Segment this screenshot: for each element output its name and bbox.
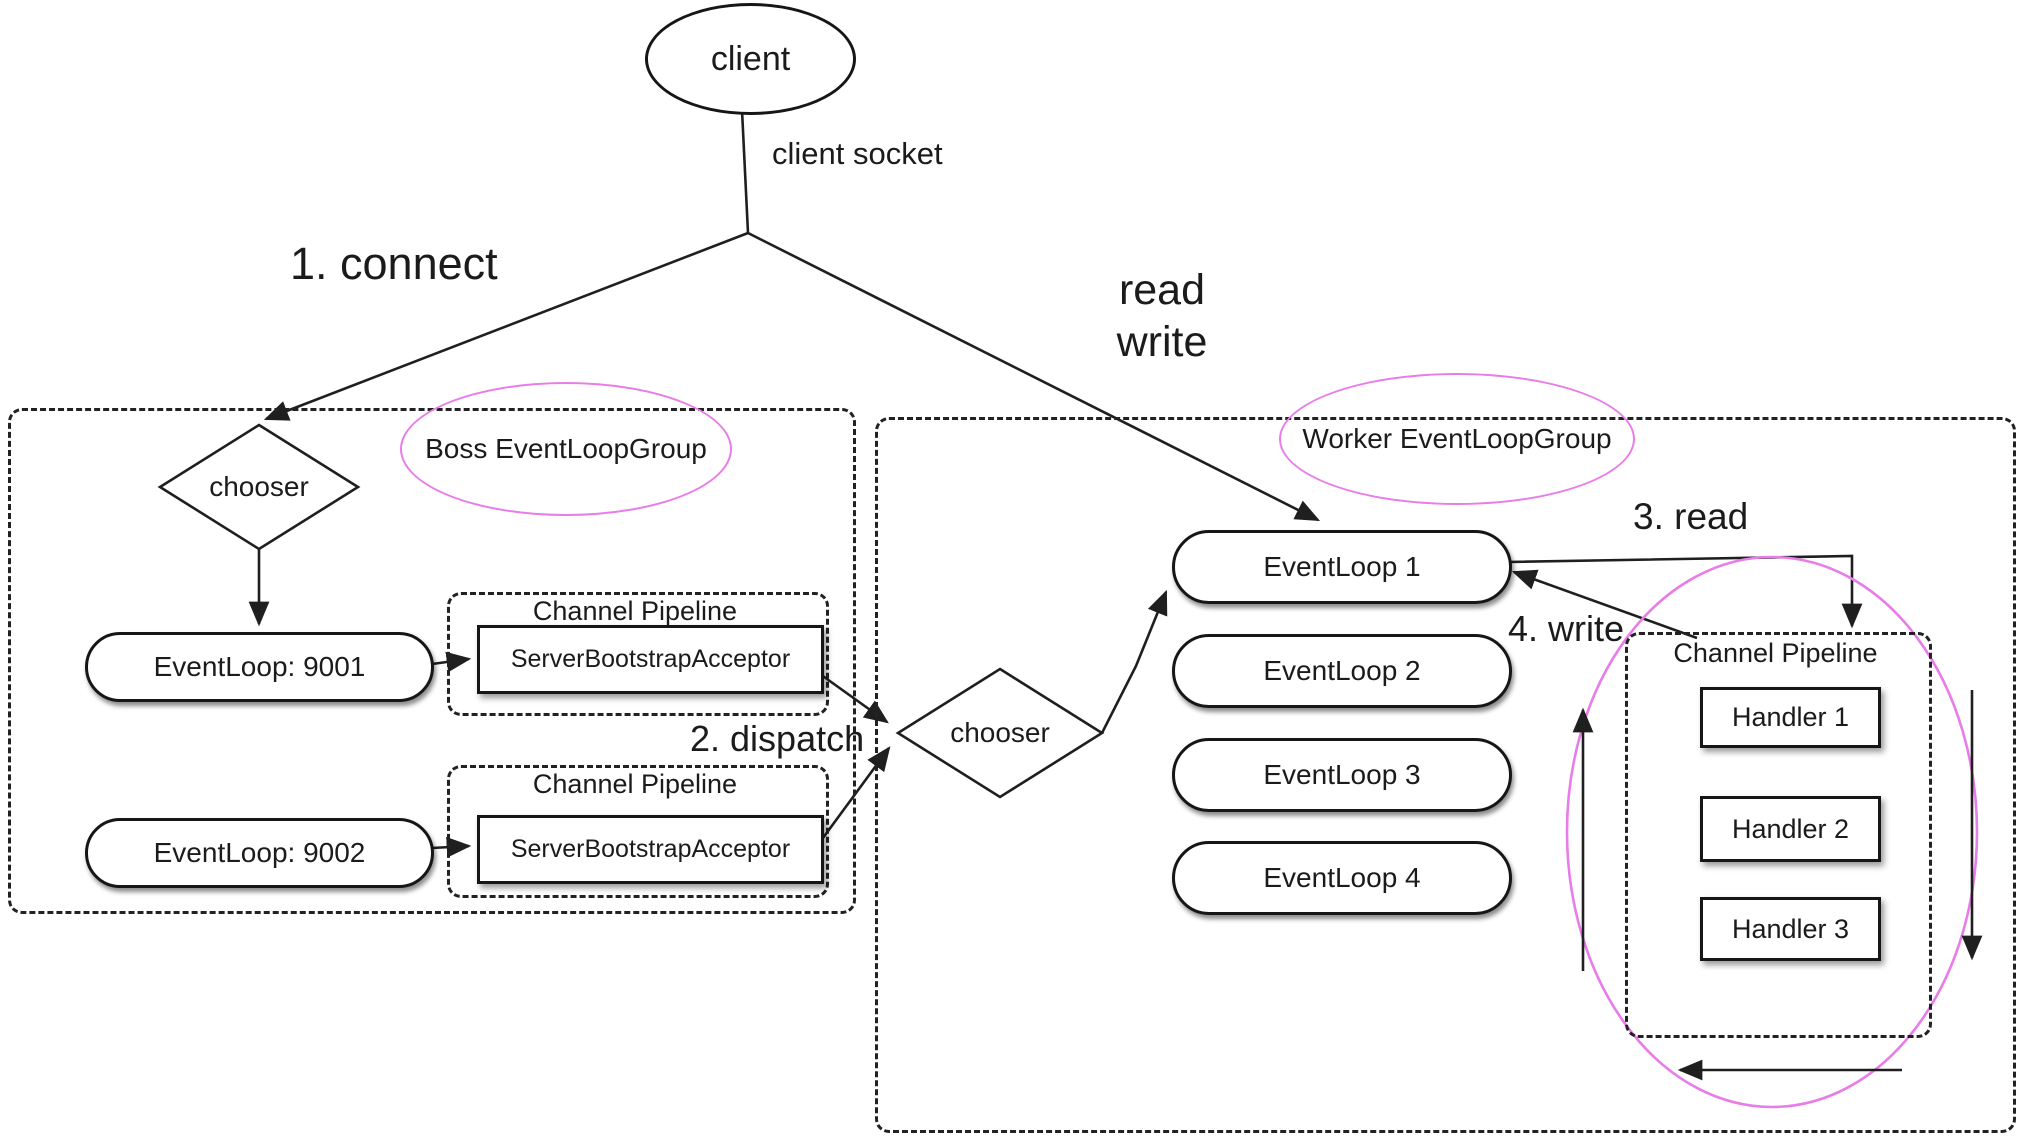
- worker-eventloopgroup-ellipse: Worker EventLoopGroup: [1279, 373, 1635, 505]
- boss-channel-pipeline-title-1: Channel Pipeline: [532, 596, 738, 626]
- annotation-write: 4. write: [1508, 608, 1625, 649]
- handler-1-node: Handler 1: [1700, 687, 1881, 748]
- annotation-read-write: read write: [1116, 266, 1208, 367]
- eventloop-3-node: EventLoop 3: [1172, 738, 1512, 812]
- pipeline-loop-ellipse: [1565, 555, 1979, 1109]
- handler-3-node: Handler 3: [1700, 897, 1881, 961]
- boss-eventloopgroup-label: Boss EventLoopGroup: [425, 433, 707, 464]
- connect-arrow: [263, 231, 749, 421]
- worker-channel-pipeline-title: Channel Pipeline: [1673, 638, 1878, 668]
- eventloop-4-node: EventLoop 4: [1172, 841, 1512, 915]
- eventloop-9001-node: EventLoop: 9001: [85, 632, 434, 702]
- annotation-connect: 1. connect: [290, 238, 498, 289]
- read-arrow: [1507, 554, 1863, 629]
- worker-chooser-diamond: [895, 667, 1105, 799]
- client-label: client: [710, 39, 791, 78]
- eventloop9001-to-pipeline-arrow: [431, 651, 472, 673]
- client-socket-label: client socket: [772, 136, 943, 171]
- boss-chooser-label: chooser: [209, 471, 309, 502]
- eventloop-1-node: EventLoop 1: [1172, 530, 1512, 604]
- serverbootstrapacceptor-node-2: ServerBootstrapAcceptor: [477, 815, 824, 884]
- handler-2-node: Handler 2: [1700, 796, 1881, 862]
- eventloop-2-node: EventLoop 2: [1172, 634, 1512, 708]
- write-arrow: [1511, 569, 1698, 640]
- chooser-to-eventloop1-arrow: [1100, 589, 1168, 734]
- eventloop-9002-node: EventLoop: 9002: [85, 818, 434, 888]
- eventloop9002-to-pipeline-arrow: [431, 836, 472, 858]
- boss-eventloopgroup-ellipse: Boss EventLoopGroup: [400, 382, 732, 516]
- serverbootstrapacceptor-node-1: ServerBootstrapAcceptor: [477, 625, 824, 694]
- boss-channel-pipeline-title-2: Channel Pipeline: [532, 769, 738, 799]
- worker-channel-pipeline-box: [1625, 632, 1932, 1038]
- annotation-dispatch: 2. dispatch: [690, 718, 865, 759]
- client-node: client: [645, 3, 856, 115]
- client-socket-line: [740, 109, 750, 234]
- worker-chooser-label: chooser: [950, 717, 1050, 748]
- read-write-arrow: [747, 231, 1321, 522]
- worker-eventloopgroup-label: Worker EventLoopGroup: [1302, 423, 1612, 454]
- boss-channel-pipeline-box-2: [447, 765, 829, 898]
- annotation-read: 3. read: [1633, 496, 1749, 537]
